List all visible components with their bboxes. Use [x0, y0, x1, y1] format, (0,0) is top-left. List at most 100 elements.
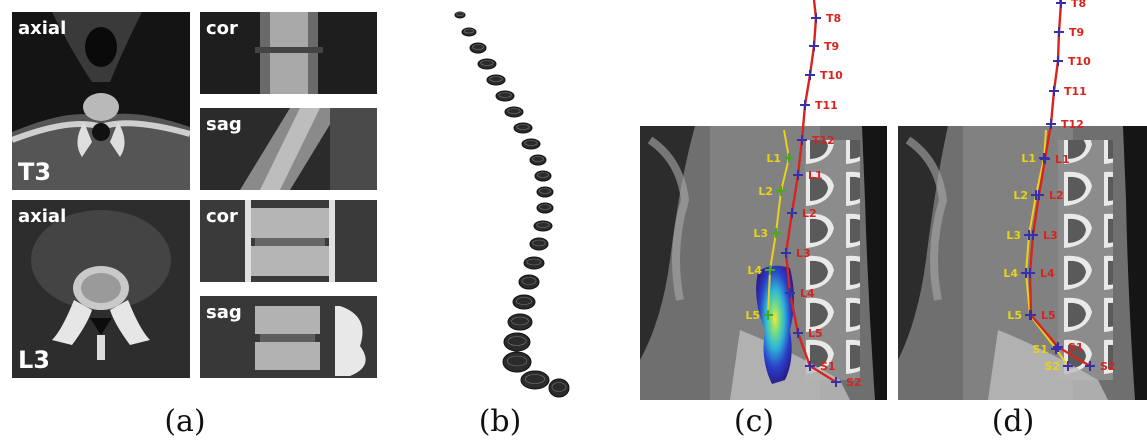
vertebra-mesh-column	[445, 0, 585, 400]
vertebra-label: S1	[1068, 341, 1084, 354]
mesh-wire	[524, 140, 538, 146]
vertebra-mesh	[504, 106, 524, 118]
landmark-marker	[784, 153, 794, 163]
landmark-marker	[1021, 268, 1031, 278]
view-label: axial	[18, 206, 67, 227]
mesh-wire	[506, 355, 528, 367]
vertebra-label: L1	[1055, 153, 1070, 166]
vertebra-mesh	[502, 351, 532, 373]
coronal-t3-image: cor	[200, 12, 377, 94]
vertebra-label: L3	[796, 247, 811, 260]
mesh-wire	[480, 60, 494, 66]
mesh-wire	[532, 239, 546, 247]
landmark-marker	[1039, 153, 1049, 163]
estimated-vertebra-label: L2	[1013, 189, 1028, 202]
mesh-wire	[489, 76, 503, 82]
view-label: cor	[206, 206, 238, 227]
estimated-vertebra-label: L1	[766, 152, 781, 165]
vertebra-label: L4	[800, 287, 815, 300]
landmark-marker	[793, 170, 803, 180]
landmark-marker	[1063, 361, 1073, 371]
axial-t3-image: axial T3	[12, 12, 190, 190]
mesh-wire	[526, 258, 542, 266]
landmark-marker	[776, 186, 786, 196]
vertebra-label: L1	[808, 169, 823, 182]
caption-c: (c)	[733, 404, 775, 439]
estimated-vertebra-label: S1	[1032, 343, 1048, 356]
vertebra-label: L3	[1043, 229, 1058, 242]
sagittal-l3-image: sag	[200, 296, 377, 378]
vertebra-label: T11	[815, 99, 838, 112]
vertebra-label: L2	[1049, 189, 1064, 202]
landmark-marker	[1085, 361, 1095, 371]
landmark-marker	[1053, 342, 1063, 352]
landmark-marker	[1031, 190, 1041, 200]
vertebra-mesh	[495, 90, 515, 102]
mesh-wire	[463, 28, 475, 34]
estimated-vertebra-label: L4	[747, 264, 762, 277]
view-label: cor	[206, 18, 238, 39]
level-label: L3	[18, 346, 50, 374]
vertebra-label: L4	[1040, 267, 1055, 280]
landmark-marker	[1056, 0, 1066, 8]
mesh-wire	[516, 297, 533, 305]
mesh-wire	[524, 374, 546, 384]
vertebra-label: T9	[824, 40, 839, 53]
vertebra-label: T8	[826, 12, 841, 25]
vertebra-mesh	[533, 220, 553, 232]
level-label: T3	[18, 158, 52, 186]
vertebra-label: L2	[802, 207, 817, 220]
vertebra-mesh	[529, 154, 547, 166]
landmark-marker	[785, 288, 795, 298]
vertebra-label: T8	[1071, 0, 1086, 10]
estimated-vertebra-label: L3	[1006, 229, 1021, 242]
mesh-wire	[539, 204, 551, 210]
vertebra-mesh	[469, 42, 487, 54]
landmark-marker	[805, 70, 815, 80]
landmark-marker	[771, 228, 781, 238]
vertebra-mesh	[461, 27, 477, 37]
vertebra-mesh	[534, 170, 552, 182]
mesh-wire	[521, 277, 537, 285]
mesh-wire	[456, 12, 464, 16]
vertebra-mesh	[523, 256, 545, 270]
landmark-marker	[809, 41, 819, 51]
vertebra-mesh	[529, 237, 549, 251]
vertebra-label: T10	[1068, 55, 1091, 68]
landmark-marker	[1051, 344, 1061, 354]
mesh-wire	[507, 336, 527, 346]
mesh-wire	[498, 92, 512, 98]
landmark-marker	[800, 100, 810, 110]
sagittal-t3-image: sag	[200, 108, 377, 190]
vertebra-mesh	[536, 202, 554, 214]
vertebra-label: L5	[1041, 309, 1056, 322]
vertebra-mesh	[477, 58, 497, 70]
estimated-vertebra-label: L5	[745, 309, 760, 322]
landmark-marker	[1054, 27, 1064, 37]
vertebra-mesh	[454, 11, 466, 19]
estimated-vertebra-label: L2	[758, 185, 773, 198]
view-label: sag	[206, 302, 242, 323]
view-label: sag	[206, 114, 242, 135]
landmark-marker	[797, 135, 807, 145]
vertebra-mesh	[503, 332, 531, 352]
mesh-wire	[532, 156, 544, 162]
vertebra-label: L5	[808, 327, 823, 340]
landmark-marker	[793, 328, 803, 338]
mesh-wire	[539, 188, 551, 194]
mesh-wire	[511, 316, 529, 326]
vertebra-mesh	[521, 138, 541, 150]
landmark-marker	[1025, 310, 1035, 320]
landmark-marker	[787, 208, 797, 218]
mesh-wire	[536, 222, 550, 228]
caption-d: (d)	[991, 404, 1035, 439]
coronal-l3-image: cor	[200, 200, 377, 282]
landmark-marker	[763, 310, 773, 320]
mesh-wire	[537, 172, 549, 178]
vertebra-label: T11	[1064, 85, 1087, 98]
vertebra-mesh	[486, 74, 506, 86]
vertebra-label: T12	[812, 134, 835, 147]
estimated-vertebra-label: S2	[1044, 360, 1060, 373]
